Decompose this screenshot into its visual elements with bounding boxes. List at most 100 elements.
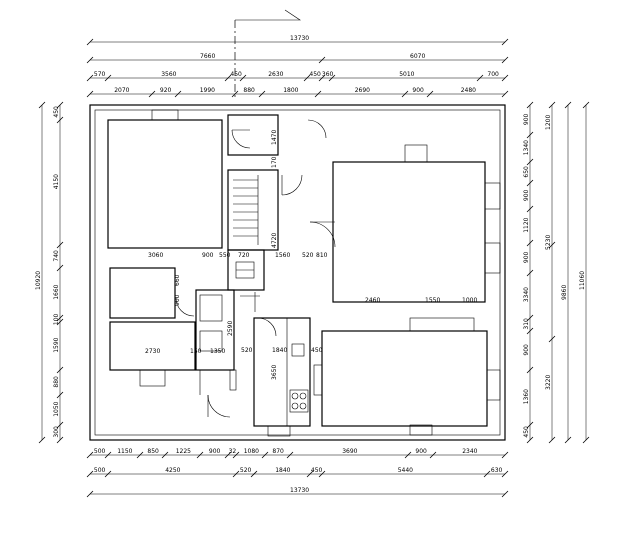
dimension-tick [239, 74, 247, 82]
dimension-label: 5440 [398, 467, 413, 474]
dimension-tick [224, 451, 232, 459]
dimension-label: 2630 [268, 71, 283, 78]
dimension-label: 740 [53, 250, 60, 262]
dimension-tick [501, 470, 509, 478]
dimension-label: 3690 [342, 448, 357, 455]
rooms-bottom-left [109, 267, 260, 418]
dimension-tick [483, 470, 491, 478]
dimension-label: 1660 [53, 284, 60, 299]
dim-right-mid-3: 3220 [545, 375, 552, 390]
room1-right-810: 810 [316, 252, 328, 259]
dimension-label: 900 [523, 189, 530, 201]
dim-top-right: 6070 [410, 53, 425, 60]
dimension-tick [526, 158, 534, 166]
dimension-label: 1080 [244, 448, 259, 455]
dimension-tick [501, 90, 509, 98]
dimension-tick [104, 470, 112, 478]
dimension-tick [232, 470, 240, 478]
lower-mid-520: 520 [241, 347, 253, 354]
dimension-label: 650 [523, 166, 530, 178]
dimension-label: 100 [53, 313, 60, 325]
dimension-tick [303, 74, 311, 82]
dimension-tick [174, 90, 182, 98]
dimension-tick [526, 421, 534, 429]
dimension-label: 1840 [275, 467, 290, 474]
dimension-label: 32 [229, 448, 237, 455]
dim-right-mid-2: 5230 [545, 235, 552, 250]
dimension-label: 2690 [355, 87, 370, 94]
dimension-label: 4250 [165, 467, 180, 474]
room1-span-720: 720 [238, 252, 250, 259]
dimension-label: 450 [311, 467, 323, 474]
dimension-tick [136, 451, 144, 459]
dimension-tick [314, 90, 322, 98]
room1-span-550: 550 [219, 252, 231, 259]
dimension-label: 310 [523, 318, 530, 330]
dimension-label: 1340 [523, 140, 530, 155]
dimension-label: 500 [94, 448, 106, 455]
dimension-label: 1150 [117, 448, 132, 455]
dimension-tick [231, 90, 239, 98]
dimension-tick [148, 90, 156, 98]
dimension-label: 300 [53, 426, 60, 438]
dimension-tick [56, 116, 64, 124]
dimension-tick [250, 470, 258, 478]
dimension-label: 450 [523, 426, 530, 438]
dimension-label: 880 [243, 87, 255, 94]
room1-width: 3060 [148, 252, 163, 259]
dimension-label: 450 [230, 71, 242, 78]
room-top-left: 3060 [107, 109, 223, 259]
dimension-label: 520 [240, 467, 252, 474]
dimension-tick [232, 451, 240, 459]
dimension-tick [86, 74, 94, 82]
dimension-label: 630 [491, 467, 503, 474]
lower-2590: 2590 [227, 321, 234, 336]
dimension-tick [526, 131, 534, 139]
dimension-label: 920 [160, 87, 172, 94]
dimension-tick [526, 101, 534, 109]
dimension-tick [306, 470, 314, 478]
room1-span-900: 900 [202, 252, 214, 259]
dimension-label: 1360 [523, 389, 530, 404]
dimension-tick [86, 451, 94, 459]
lower-mid-450: 450 [311, 347, 323, 354]
dimension-label: 3340 [523, 287, 530, 302]
dimension-tick [501, 74, 509, 82]
dim-right-mid-1: 1200 [545, 115, 552, 130]
dimension-tick [56, 101, 64, 109]
dim-bottom-overall: 13730 [290, 487, 309, 494]
dimension-label: 3560 [161, 71, 176, 78]
dimension-tick [196, 451, 204, 459]
dimension-label: 450 [309, 71, 321, 78]
dimension-tick [104, 451, 112, 459]
dimension-tick [56, 436, 64, 444]
dimension-label: 1050 [53, 401, 60, 416]
dimension-tick [56, 421, 64, 429]
dimension-tick [86, 90, 94, 98]
dimension-tick [261, 451, 269, 459]
stair-core: 1470 170 4720 [227, 114, 327, 291]
dimension-label: 900 [523, 113, 530, 125]
dimension-tick [56, 318, 64, 326]
room-top-right: 2460 1550 1000 [309, 144, 501, 304]
lower-left-150: 150 [190, 348, 202, 355]
dimension-tick [56, 264, 64, 272]
kitchen: 3650 [253, 317, 311, 437]
dimension-label: 700 [487, 71, 499, 78]
dim-left-outer: 10920 [35, 271, 42, 290]
lower-900: 900 [174, 294, 181, 306]
dimension-tick [56, 241, 64, 249]
dimension-tick [526, 436, 534, 444]
dimension-tick [161, 451, 169, 459]
dimension-tick [328, 74, 336, 82]
dimension-tick [526, 269, 534, 277]
stair-170: 170 [271, 156, 278, 168]
dimension-label: 4150 [53, 174, 60, 189]
dimension-tick [526, 327, 534, 335]
lower-left-2730: 2730 [145, 348, 160, 355]
dimension-label: 1120 [523, 217, 530, 232]
dimension-label: 360 [322, 71, 334, 78]
